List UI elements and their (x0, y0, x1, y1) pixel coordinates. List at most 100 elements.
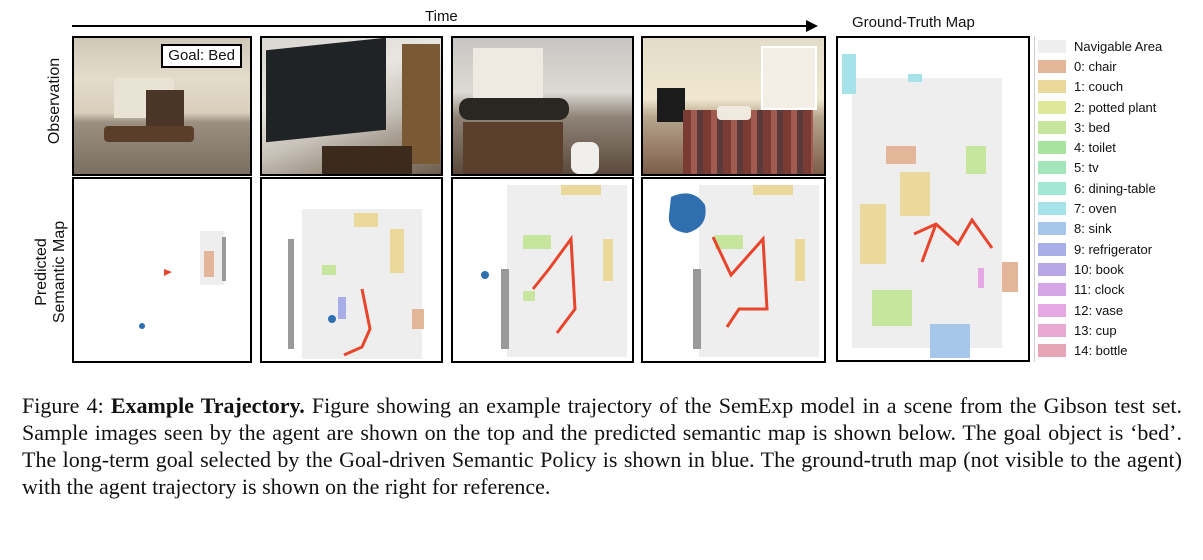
legend-item: 0: chair (1034, 56, 1184, 76)
legend-item: 4: toilet (1034, 137, 1184, 157)
chair-patch (886, 146, 916, 164)
sink-counter-shape (459, 98, 569, 120)
bed-shape (683, 110, 813, 174)
legend-label: 11: clock (1074, 282, 1125, 298)
time-arrow-head (806, 20, 818, 32)
legend-item: 7: oven (1034, 198, 1184, 218)
legend-swatch (1038, 202, 1066, 216)
long-term-goal-marker (139, 323, 145, 329)
legend-label: Navigable Area (1074, 38, 1163, 54)
legend-swatch (1038, 141, 1066, 155)
obstacle-wall (693, 269, 701, 349)
tv-shape (266, 38, 386, 143)
legend-item: 2: potted plant (1034, 97, 1184, 117)
row-label-semantic-map-line1: Predicted (33, 238, 50, 306)
oven-patch (842, 54, 856, 94)
legend-label: 2: potted plant (1074, 99, 1157, 115)
refrigerator-patch (338, 297, 346, 319)
legend-swatch (1038, 323, 1066, 337)
couch-patch (795, 239, 805, 281)
legend-label: 14: bottle (1074, 343, 1128, 359)
obstacle-wall (288, 239, 294, 349)
dining-table-shape (104, 126, 194, 142)
legend-item: 5: tv (1034, 158, 1184, 178)
row-label-semantic-map: Predicted Semantic Map (33, 197, 69, 347)
chair-patch (204, 251, 214, 277)
legend-item: 11: clock (1034, 280, 1184, 300)
semantic-map-1-canvas (139, 231, 226, 329)
ground-truth-map-canvas (842, 54, 1018, 358)
time-arrow-line (72, 25, 808, 27)
shelf-shape (402, 44, 440, 164)
legend-label: 13: cup (1074, 322, 1117, 338)
couch-patch (603, 239, 613, 281)
semantic-map-4 (641, 177, 826, 363)
toilet-shape (571, 142, 599, 174)
legend-label: 5: tv (1074, 160, 1099, 176)
couch-patch (900, 172, 930, 216)
pillow-shape (717, 106, 751, 120)
agent-trajectory (343, 288, 372, 357)
window-shape (473, 48, 543, 100)
agent-marker (164, 269, 172, 276)
legend-swatch (1038, 39, 1066, 53)
couch-patch (561, 185, 601, 195)
obstacle-patch (222, 237, 226, 281)
agent-trajectory (531, 234, 577, 334)
legend-label: 8: sink (1074, 221, 1112, 237)
legend-item: 10: book (1034, 259, 1184, 279)
agent-trajectory-branch (920, 223, 938, 263)
semantic-map-3-canvas (481, 185, 627, 357)
bed-patch (966, 146, 986, 174)
observation-image-1: Goal: Bed (72, 36, 252, 176)
legend-swatch (1038, 80, 1066, 94)
legend-label: 7: oven (1074, 201, 1117, 217)
long-term-goal-region (668, 193, 706, 233)
legend-swatch (1038, 283, 1066, 297)
vase-patch (978, 268, 984, 288)
legend-item: 1: couch (1034, 77, 1184, 97)
legend-swatch (1038, 100, 1066, 114)
semantic-map-2-canvas (288, 209, 424, 359)
caption-prefix: Figure 4: (22, 393, 111, 418)
goal-label-box: Goal: Bed (161, 44, 242, 68)
couch-patch (753, 185, 793, 195)
row-label-observation: Observation (46, 57, 63, 145)
time-label: Time (425, 8, 458, 25)
legend-label: 1: couch (1074, 79, 1124, 95)
legend: Navigable Area 0: chair 1: couch 2: potted … (1034, 36, 1184, 362)
legend-label: 3: bed (1074, 119, 1111, 135)
row-label-semantic-map-line2: Semantic Map (51, 220, 68, 324)
legend-swatch (1038, 161, 1066, 175)
long-term-goal-marker (481, 271, 489, 279)
legend-swatch (1038, 242, 1066, 256)
figure-caption: Figure 4: Example Trajectory. Figure sho… (22, 392, 1182, 500)
observation-image-4 (641, 36, 826, 176)
legend-item: 6: dining-table (1034, 178, 1184, 198)
bed-patch (523, 291, 535, 301)
couch-patch (390, 229, 404, 273)
legend-item: Navigable Area (1034, 36, 1184, 56)
couch-patch (860, 204, 886, 264)
legend-label: 0: chair (1074, 58, 1117, 74)
bed-patch (872, 290, 912, 326)
observation-image-3 (451, 36, 634, 176)
ground-truth-map-title: Ground-Truth Map (852, 14, 975, 31)
legend-label: 6: dining-table (1074, 180, 1156, 196)
couch-patch (354, 213, 378, 227)
chair-patch (1002, 262, 1018, 292)
agent-trajectory (711, 235, 769, 328)
semantic-map-2 (260, 177, 443, 363)
legend-item: 8: sink (1034, 219, 1184, 239)
legend-swatch (1038, 120, 1066, 134)
legend-item: 9: refrigerator (1034, 239, 1184, 259)
legend-label: 4: toilet (1074, 140, 1116, 156)
ground-truth-map (836, 36, 1030, 362)
tv-stand-shape (322, 146, 412, 174)
long-term-goal-marker (328, 315, 336, 323)
window-shape (761, 46, 817, 110)
bed-patch (322, 265, 336, 275)
caption-text: Figure showing an example trajectory of … (22, 393, 1182, 499)
semantic-map-3 (451, 177, 634, 363)
oven-patch (908, 74, 922, 82)
